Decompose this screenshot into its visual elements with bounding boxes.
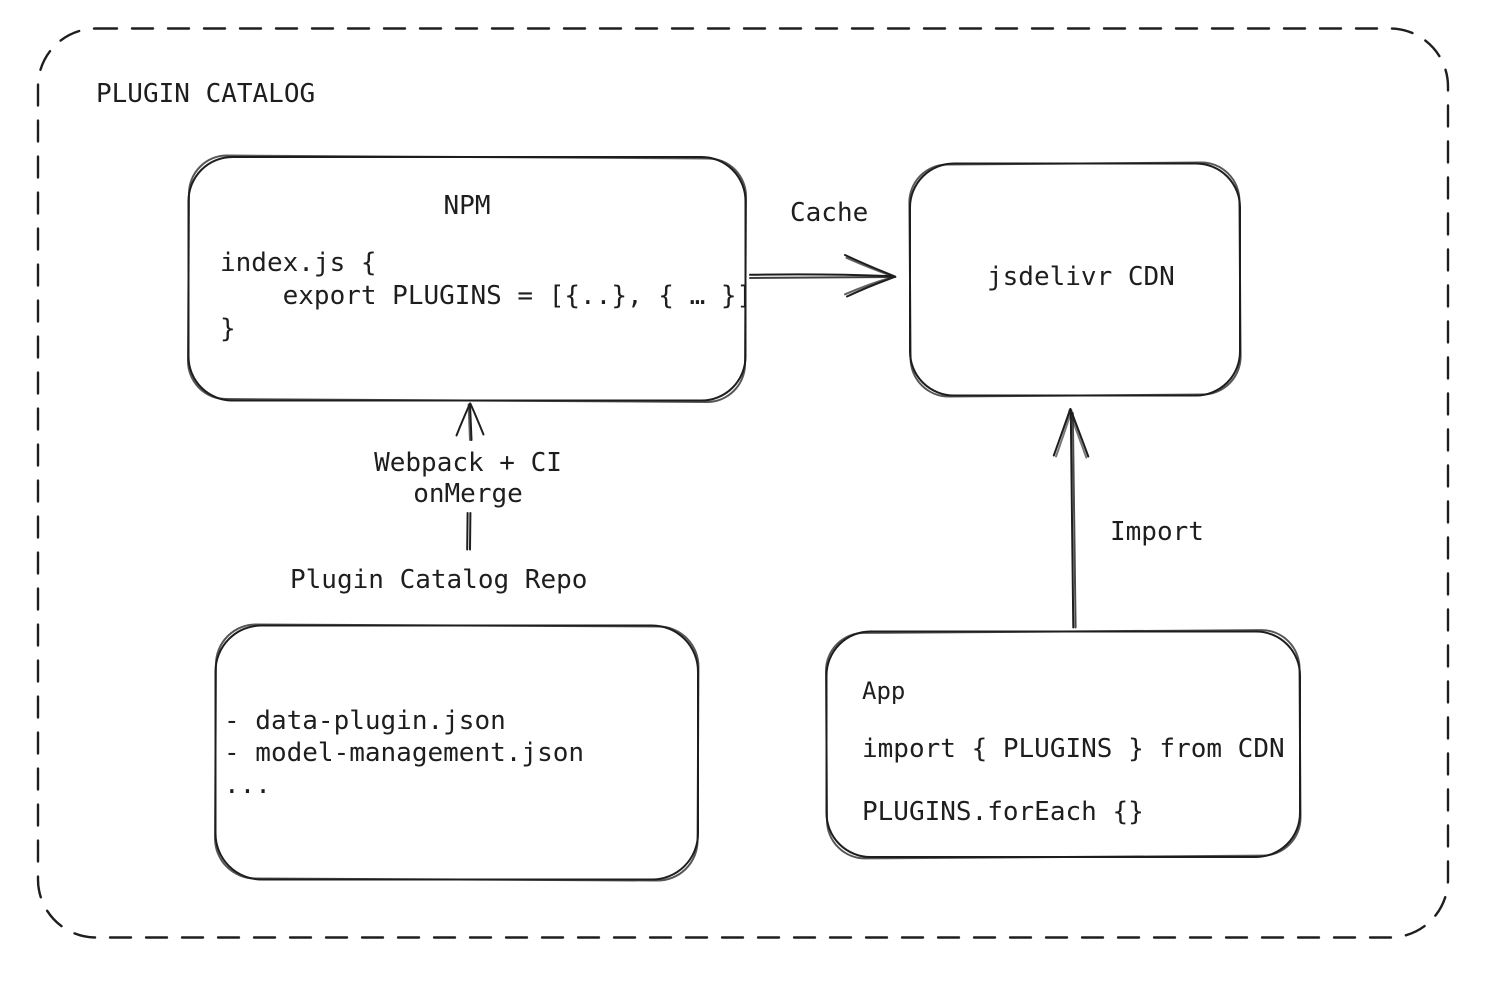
repo-file-item: ... (224, 770, 271, 800)
cache-arrow-label: Cache (790, 198, 869, 228)
cache-arrow (749, 254, 897, 298)
cdn-label: jsdelivr CDN (987, 262, 1175, 292)
app-code-line1: import { PLUGINS } from CDN (862, 734, 1285, 764)
import-arrow-label: Import (1110, 517, 1204, 547)
app-title: App (862, 677, 906, 705)
npm-box-shape (186, 154, 748, 403)
repo-title: Plugin Catalog Repo (290, 565, 588, 595)
diagram-title: PLUGIN CATALOG (96, 79, 316, 109)
build-arrow-label-line2: onMerge (413, 479, 523, 509)
app-box-shape (824, 629, 1302, 860)
npm-code: index.js { export PLUGINS = [{..}, { … }… (220, 248, 753, 344)
catalog-boundary-frame (36, 27, 1450, 939)
npm-title: NPM (443, 191, 491, 221)
import-arrow (1052, 408, 1090, 629)
app-code-line2: PLUGINS.forEach {} (862, 797, 1144, 827)
build-arrow-label-line1: Webpack + CI (374, 448, 562, 478)
repo-file-item: - data-plugin.json (224, 706, 506, 736)
repo-box-shape (214, 623, 700, 882)
build-arrow (455, 402, 485, 551)
cdn-box-shape (908, 161, 1242, 398)
repo-file-item: - model-management.json (224, 738, 585, 768)
